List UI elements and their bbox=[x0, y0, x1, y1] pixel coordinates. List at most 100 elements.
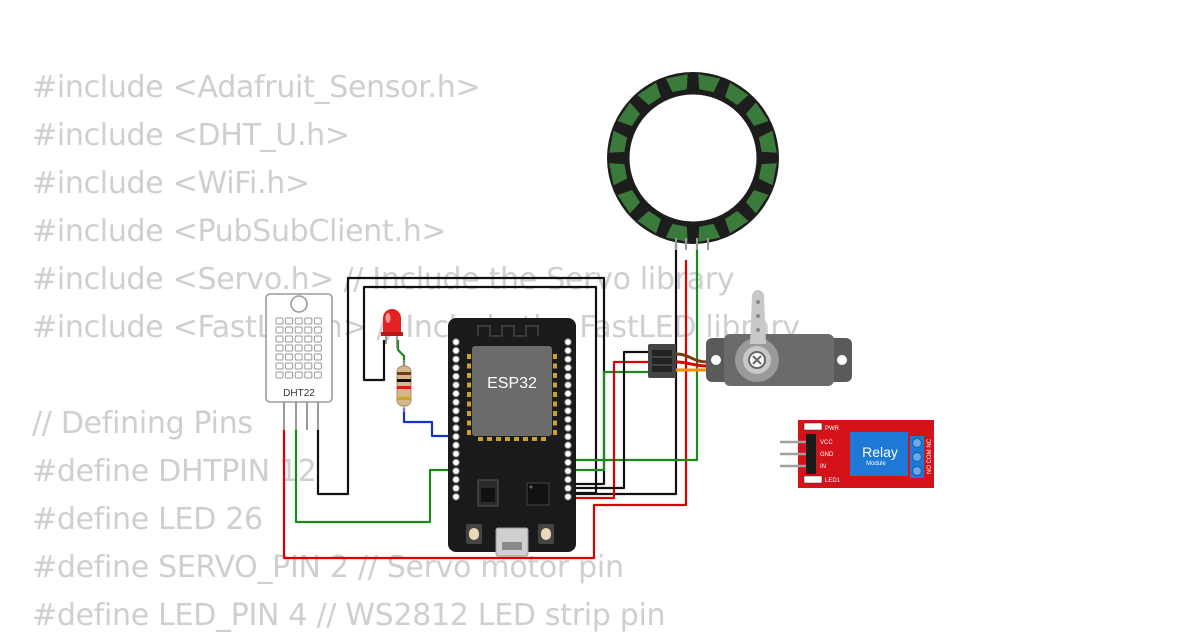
esp32-board[interactable]: ESP32 bbox=[448, 318, 576, 557]
dht-vent bbox=[285, 371, 294, 379]
ring-pins bbox=[675, 238, 709, 250]
module-pad bbox=[553, 382, 557, 388]
module-pad bbox=[514, 437, 519, 441]
wires bbox=[282, 240, 709, 560]
ring-pixel bbox=[609, 130, 628, 153]
header-pin bbox=[564, 441, 572, 449]
wire-resistor-gpio bbox=[402, 408, 455, 438]
relay-pin-gnd: GND bbox=[820, 452, 834, 458]
dht-vent bbox=[313, 326, 322, 334]
header-pin bbox=[564, 355, 572, 363]
module-pad bbox=[553, 373, 557, 378]
module-pad bbox=[553, 363, 557, 369]
header-pin bbox=[452, 432, 460, 441]
header-pin bbox=[564, 398, 572, 406]
relay-module[interactable]: VCC GND IN PWR LED1 Relay Module NO COM … bbox=[780, 420, 934, 488]
module-pad bbox=[467, 382, 471, 388]
dht-vent bbox=[313, 344, 322, 352]
dht-vent bbox=[304, 344, 313, 352]
relay-pin-in: IN bbox=[820, 464, 826, 470]
dht-vent bbox=[304, 317, 313, 325]
module-pad bbox=[467, 363, 471, 369]
module-pad bbox=[541, 437, 546, 441]
module-pad bbox=[553, 401, 557, 407]
module-pad bbox=[532, 437, 537, 441]
ring-pixel bbox=[698, 223, 721, 242]
dht-vent bbox=[285, 344, 294, 352]
dht-vent bbox=[294, 362, 303, 370]
dht-vent bbox=[285, 326, 294, 334]
wire-led-resistor bbox=[396, 340, 406, 368]
code-line: #define LED_PIN 4 // WS2812 LED strip pi… bbox=[32, 598, 666, 633]
ring-pixel bbox=[724, 82, 749, 106]
dht-vent bbox=[304, 362, 313, 370]
code-line: #include <Servo.h> // Include the Servo … bbox=[32, 262, 735, 297]
module-pad bbox=[467, 401, 471, 407]
module-pad bbox=[553, 411, 557, 416]
dht-vent bbox=[275, 335, 284, 343]
usb-port[interactable] bbox=[495, 527, 529, 557]
ring-pixel bbox=[665, 223, 688, 242]
ring-pixel bbox=[758, 130, 777, 153]
boot-button[interactable] bbox=[538, 524, 554, 544]
dht-vent bbox=[294, 344, 303, 352]
ring-pixel bbox=[698, 74, 721, 93]
code-line: #include <PubSubClient.h> bbox=[32, 214, 447, 249]
relay-header-pins bbox=[780, 440, 808, 468]
relay-title: Relay bbox=[862, 444, 898, 460]
en-button[interactable] bbox=[466, 524, 482, 544]
ring-pixel bbox=[758, 163, 777, 186]
module-pad bbox=[553, 354, 557, 359]
header-pin bbox=[452, 450, 460, 458]
esp32-left-pins bbox=[452, 338, 460, 501]
module-pad bbox=[553, 430, 557, 435]
wire-ring-din bbox=[568, 240, 699, 462]
ring-pixel bbox=[637, 82, 662, 106]
module-pad bbox=[478, 437, 483, 441]
header-pin bbox=[564, 407, 572, 415]
code-listing: #include <Adafruit_Sensor.h>#include <DH… bbox=[32, 64, 800, 640]
red-led[interactable] bbox=[381, 309, 403, 348]
dht-vent-grid bbox=[275, 317, 322, 379]
ring-pixel bbox=[637, 210, 662, 234]
ring-segments bbox=[609, 74, 777, 242]
dht-vent bbox=[275, 326, 284, 334]
module-pad bbox=[487, 437, 492, 441]
header-pin bbox=[564, 432, 572, 441]
header-pin bbox=[564, 381, 572, 389]
dht22-sensor[interactable]: DHT22 bbox=[265, 293, 333, 430]
ring-pixel bbox=[745, 102, 769, 127]
module-pad bbox=[496, 437, 501, 441]
servo-motor[interactable] bbox=[648, 290, 852, 386]
header-pin bbox=[452, 441, 460, 449]
dht-vent bbox=[294, 326, 303, 334]
ring-pixel bbox=[609, 163, 628, 186]
dht-vent bbox=[313, 353, 322, 361]
header-pin bbox=[452, 398, 460, 406]
header-pin bbox=[564, 450, 572, 458]
dht-vent bbox=[275, 344, 284, 352]
led-ring[interactable] bbox=[607, 72, 779, 250]
header-pin bbox=[564, 415, 572, 424]
wire-dht-vcc bbox=[282, 260, 688, 560]
header-pin bbox=[564, 346, 572, 355]
module-pad bbox=[467, 354, 471, 359]
code-line: #define DHTPIN 12 bbox=[32, 454, 317, 489]
ring-pixel bbox=[745, 189, 769, 214]
header-pin bbox=[564, 458, 572, 467]
ring-pixel bbox=[724, 210, 749, 234]
code-line: #define SERVO_PIN 2 // Servo motor pin bbox=[32, 550, 624, 585]
dht-vent bbox=[304, 326, 313, 334]
ring-pixel bbox=[665, 74, 688, 93]
relay-terminal-labels: NO COM NC bbox=[927, 438, 933, 474]
header-pin bbox=[452, 346, 460, 355]
header-pin bbox=[452, 475, 460, 484]
wire-servo-lead-red bbox=[675, 360, 709, 368]
header-pin bbox=[452, 355, 460, 363]
header-pin bbox=[452, 372, 460, 381]
header-pin bbox=[564, 475, 572, 484]
module-pad bbox=[467, 420, 471, 426]
header-pin bbox=[564, 424, 572, 432]
resistor[interactable] bbox=[396, 360, 412, 412]
